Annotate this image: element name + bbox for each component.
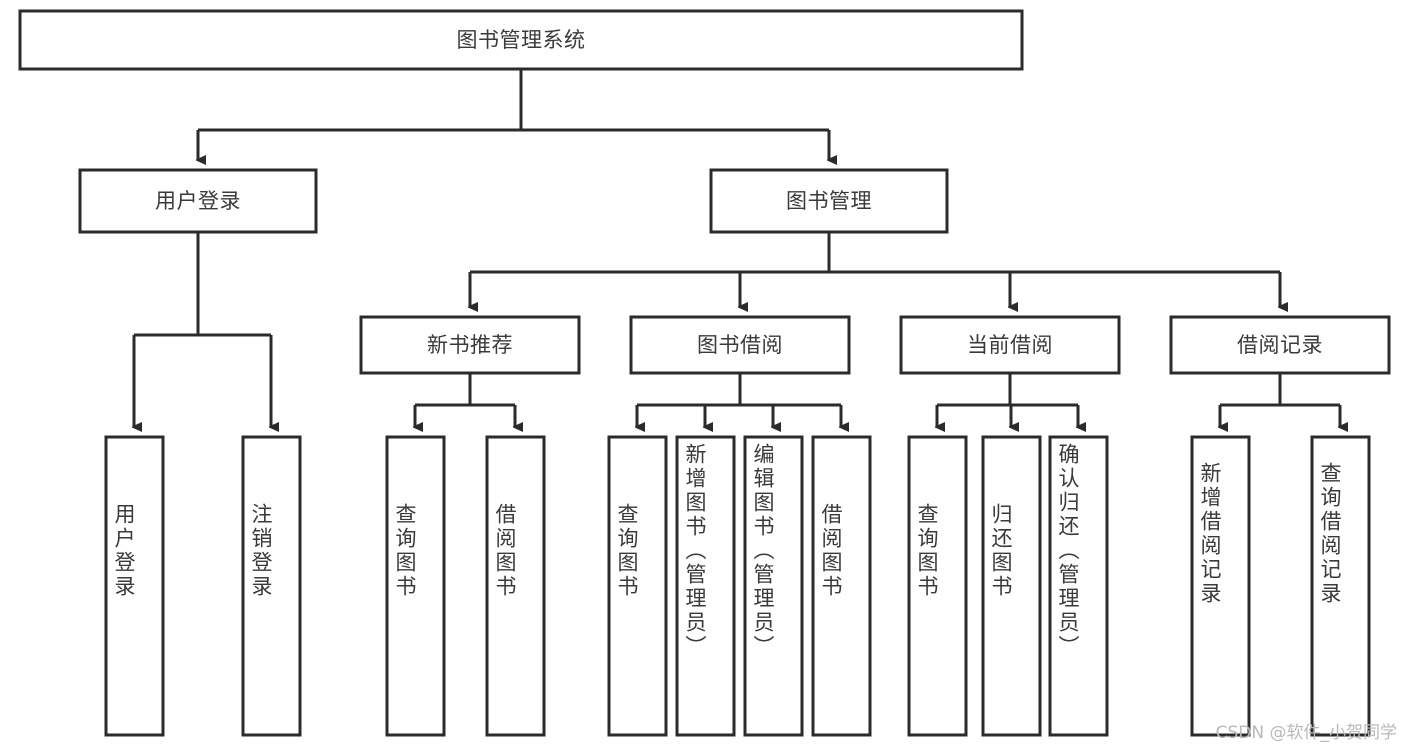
node-new-book-recommend-rect[interactable] xyxy=(359,315,581,375)
connector-group-newbook xyxy=(415,373,515,427)
node-current-borrow-rect[interactable] xyxy=(899,315,1121,375)
node-current-borrow-label: 当前借阅 xyxy=(967,333,1053,357)
leaf-rect-search-book-borrow[interactable] xyxy=(607,435,668,737)
node-root-rect[interactable] xyxy=(18,9,1024,71)
leaf-rect-return-book[interactable] xyxy=(981,435,1042,737)
node-book-borrow-label: 图书借阅 xyxy=(697,333,783,357)
node-new-book-recommend[interactable]: 新书推荐 xyxy=(359,315,581,375)
leaf-rect-edit-book-admin[interactable] xyxy=(743,435,804,737)
leaf-rect-search-book-current[interactable] xyxy=(907,435,968,737)
leaf-rect-user-login[interactable] xyxy=(104,435,165,737)
node-book-mgmt[interactable]: 图书管理 xyxy=(709,168,949,234)
csdn-watermark: CSDN @软件_小贺同学 xyxy=(1215,723,1397,743)
connector-group-user-login xyxy=(134,232,271,427)
node-root[interactable]: 图书管理系统 xyxy=(18,9,1024,71)
connector-group-current xyxy=(937,373,1078,427)
node-book-mgmt-rect[interactable] xyxy=(709,168,949,234)
node-borrow-record-rect[interactable] xyxy=(1169,315,1391,375)
node-user-login-label: 用户登录 xyxy=(155,189,241,213)
leaf-rect-confirm-return-admin[interactable] xyxy=(1048,435,1109,737)
node-user-login[interactable]: 用户登录 xyxy=(78,168,318,234)
node-user-login-rect[interactable] xyxy=(78,168,318,234)
connector-group-record xyxy=(1220,373,1340,427)
node-book-borrow[interactable]: 图书借阅 xyxy=(629,315,851,375)
node-root-label: 图书管理系统 xyxy=(457,28,586,52)
leaf-rect-add-borrow-record[interactable] xyxy=(1190,435,1251,737)
node-book-borrow-rect[interactable] xyxy=(629,315,851,375)
node-new-book-recommend-label: 新书推荐 xyxy=(427,333,513,357)
node-book-mgmt-label: 图书管理 xyxy=(786,189,872,213)
leaf-rect-search-borrow-record[interactable] xyxy=(1310,435,1371,737)
node-current-borrow[interactable]: 当前借阅 xyxy=(899,315,1121,375)
connector-group-book-mgmt xyxy=(470,232,1280,307)
node-borrow-record-label: 借阅记录 xyxy=(1237,333,1323,357)
leaf-rect-add-book-admin[interactable] xyxy=(675,435,736,737)
leaf-rect-logout[interactable] xyxy=(241,435,302,737)
node-borrow-record[interactable]: 借阅记录 xyxy=(1169,315,1391,375)
connector-group-borrow xyxy=(637,373,841,427)
leaf-rect-borrow-book[interactable] xyxy=(811,435,872,737)
leaf-rect-search-book-recommend[interactable] xyxy=(385,435,446,737)
leaf-rect-borrow-book-recommend[interactable] xyxy=(485,435,546,737)
connector-group-root xyxy=(198,69,829,160)
